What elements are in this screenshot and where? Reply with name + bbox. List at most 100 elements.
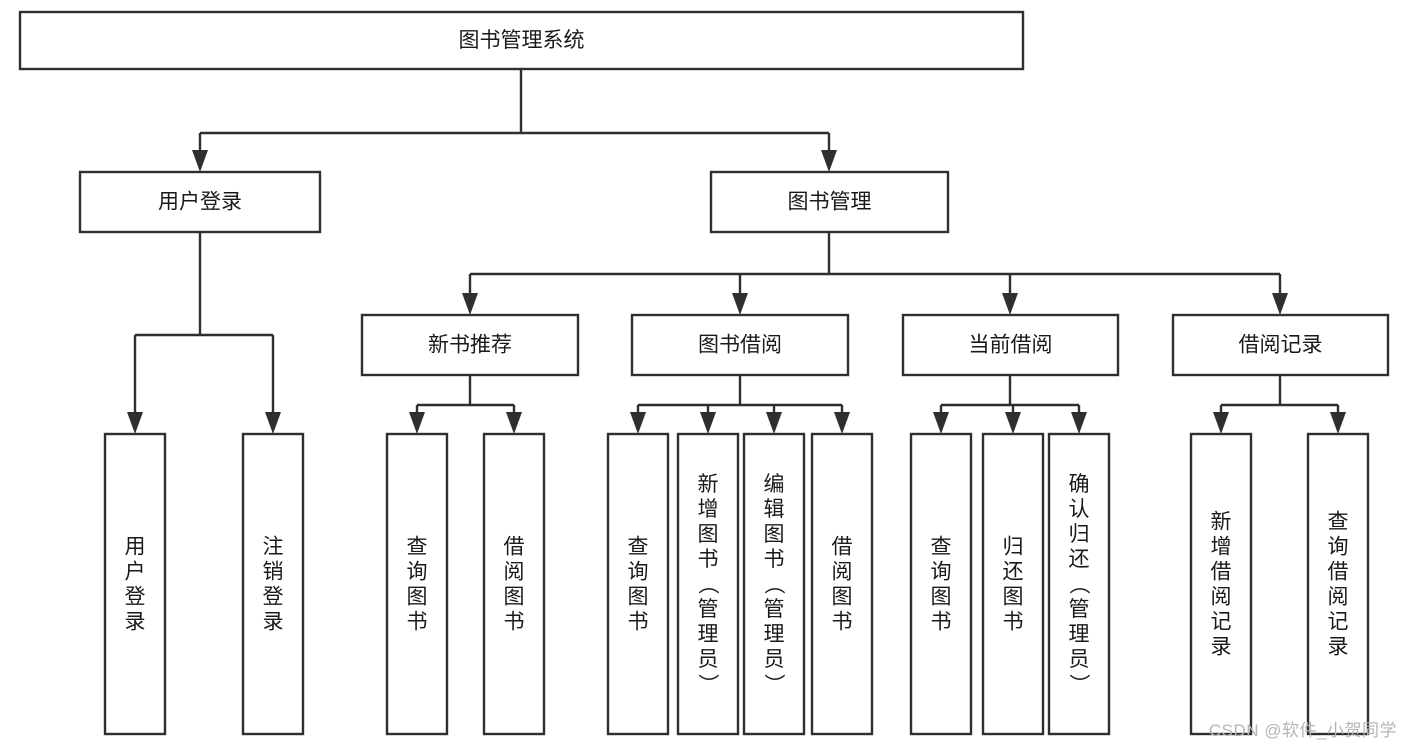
- node-label-leaf-add-book-char-1: 增: [698, 498, 719, 521]
- level3-1-to-leaves-arrow-3: [834, 412, 850, 434]
- node-box-leaf-user-login: [103, 432, 167, 736]
- node-new-book-recommend[interactable]: 新书推荐: [360, 313, 580, 377]
- node-label-leaf-borrow-book-2-char-1: 阅: [832, 561, 853, 584]
- node-label-leaf-user-login-char-1: 户: [125, 561, 146, 584]
- node-label-leaf-add-book-char-6: 理: [698, 623, 719, 646]
- csdn-watermark: CSDN @软件_小贺同学: [1208, 721, 1397, 740]
- node-box-leaf-confirm-return: [1047, 432, 1111, 736]
- node-box-book-borrow: [630, 313, 850, 377]
- node-box-leaf-borrow-book-1: [482, 432, 546, 736]
- node-label-leaf-borrow-book-1-char-0: 借: [504, 536, 525, 559]
- node-label-leaf-edit-book-char-8: ）: [762, 674, 785, 695]
- node-label-leaf-user-logout-char-2: 登: [263, 586, 284, 609]
- node-root[interactable]: 图书管理系统: [18, 10, 1025, 71]
- node-label-leaf-query-book-2-char-3: 书: [628, 611, 649, 634]
- node-book-management[interactable]: 图书管理: [709, 170, 950, 234]
- node-label-leaf-edit-book-char-1: 辑: [764, 498, 785, 521]
- node-label-leaf-confirm-return-char-1: 认: [1069, 498, 1090, 521]
- node-label-leaf-add-book-char-8: ）: [696, 674, 719, 695]
- node-label-leaf-edit-book-char-4: （: [762, 574, 785, 595]
- node-label-leaf-confirm-return-char-4: （: [1067, 574, 1090, 595]
- node-label-leaf-edit-book-char-2: 图: [764, 523, 785, 546]
- node-box-leaf-add-record: [1189, 432, 1253, 736]
- node-label-leaf-query-record-char-3: 阅: [1328, 586, 1349, 609]
- node-label-leaf-borrow-book-2-char-0: 借: [832, 536, 853, 559]
- node-label-borrow-record: 借阅记录: [1239, 334, 1323, 357]
- node-box-book-management: [709, 170, 950, 234]
- node-label-book-borrow: 图书借阅: [698, 334, 782, 357]
- node-label-leaf-return-book-char-1: 还: [1003, 561, 1024, 584]
- node-label-leaf-add-book-char-4: （: [696, 574, 719, 595]
- node-box-root: [18, 10, 1025, 71]
- node-label-leaf-edit-book-char-0: 编: [764, 473, 785, 496]
- node-user-login[interactable]: 用户登录: [78, 170, 322, 234]
- node-box-leaf-query-record: [1306, 432, 1370, 736]
- root-to-level2-arrow-0: [192, 150, 208, 172]
- node-label-leaf-confirm-return-char-6: 理: [1069, 623, 1090, 646]
- node-label-leaf-add-record-char-3: 阅: [1211, 586, 1232, 609]
- node-leaf-user-login[interactable]: 用户登录: [103, 432, 167, 736]
- node-label-leaf-query-book-3-char-3: 书: [931, 611, 952, 634]
- node-box-leaf-return-book: [981, 432, 1045, 736]
- node-label-leaf-query-book-1-char-2: 图: [407, 586, 428, 609]
- node-label-leaf-confirm-return-char-3: 还: [1069, 548, 1090, 571]
- node-label-leaf-query-record-char-1: 询: [1328, 536, 1349, 559]
- level3-2-to-leaves-arrow-0: [933, 412, 949, 434]
- level3-0-to-leaves-arrow-1: [506, 412, 522, 434]
- node-label-leaf-edit-book-char-7: 员: [764, 648, 785, 671]
- node-label-leaf-add-record-char-2: 借: [1211, 561, 1232, 584]
- node-label-leaf-query-book-1-char-1: 询: [407, 561, 428, 584]
- node-borrow-record[interactable]: 借阅记录: [1171, 313, 1390, 377]
- node-current-borrow[interactable]: 当前借阅: [901, 313, 1120, 377]
- node-label-leaf-user-logout-char-0: 注: [263, 536, 284, 559]
- node-label-leaf-borrow-book-1-char-2: 图: [504, 586, 525, 609]
- node-box-leaf-user-logout: [241, 432, 305, 736]
- book-management-to-level3-arrow-3: [1272, 293, 1288, 315]
- node-label-leaf-query-book-3-char-1: 询: [931, 561, 952, 584]
- level3-1-to-leaves-arrow-2: [766, 412, 782, 434]
- level3-2-to-leaves-arrow-1: [1005, 412, 1021, 434]
- node-label-leaf-return-book-char-3: 书: [1003, 611, 1024, 634]
- node-label-leaf-borrow-book-1-char-1: 阅: [504, 561, 525, 584]
- node-label-leaf-confirm-return-char-5: 管: [1069, 598, 1090, 621]
- node-label-leaf-add-book-char-7: 员: [698, 648, 719, 671]
- node-label-leaf-add-record-char-0: 新: [1211, 511, 1232, 534]
- node-label-leaf-add-record-char-5: 录: [1211, 636, 1232, 659]
- node-label-leaf-query-book-3-char-0: 查: [931, 536, 952, 559]
- node-label-leaf-user-login-char-2: 登: [125, 586, 146, 609]
- node-label-leaf-query-book-1-char-3: 书: [407, 611, 428, 634]
- book-management-to-level3-arrow-1: [732, 293, 748, 315]
- connectors-layer: [127, 69, 1346, 434]
- node-label-leaf-user-logout-char-3: 录: [263, 611, 284, 634]
- node-label-leaf-borrow-book-1-char-3: 书: [504, 611, 525, 634]
- node-box-borrow-record: [1171, 313, 1390, 377]
- node-label-leaf-query-book-2-char-2: 图: [628, 586, 649, 609]
- level3-3-to-leaves-arrow-1: [1330, 412, 1346, 434]
- nodes-layer: 图书管理系统用户登录图书管理新书推荐图书借阅当前借阅借阅记录用户登录注销登录查询…: [18, 10, 1390, 736]
- node-label-leaf-confirm-return-char-7: 员: [1069, 648, 1090, 671]
- node-label-leaf-add-record-char-1: 增: [1211, 536, 1232, 559]
- node-label-leaf-query-book-3-char-2: 图: [931, 586, 952, 609]
- node-label-root: 图书管理系统: [459, 29, 585, 52]
- node-label-leaf-edit-book-char-3: 书: [764, 548, 785, 571]
- root-to-level2-arrow-1: [821, 150, 837, 172]
- level3-2-to-leaves-arrow-2: [1071, 412, 1087, 434]
- node-label-leaf-add-book-char-3: 书: [698, 548, 719, 571]
- node-label-leaf-add-record-char-4: 记: [1211, 611, 1232, 634]
- node-label-current-borrow: 当前借阅: [969, 334, 1053, 357]
- node-book-borrow[interactable]: 图书借阅: [630, 313, 850, 377]
- node-label-leaf-confirm-return-char-0: 确: [1069, 473, 1090, 496]
